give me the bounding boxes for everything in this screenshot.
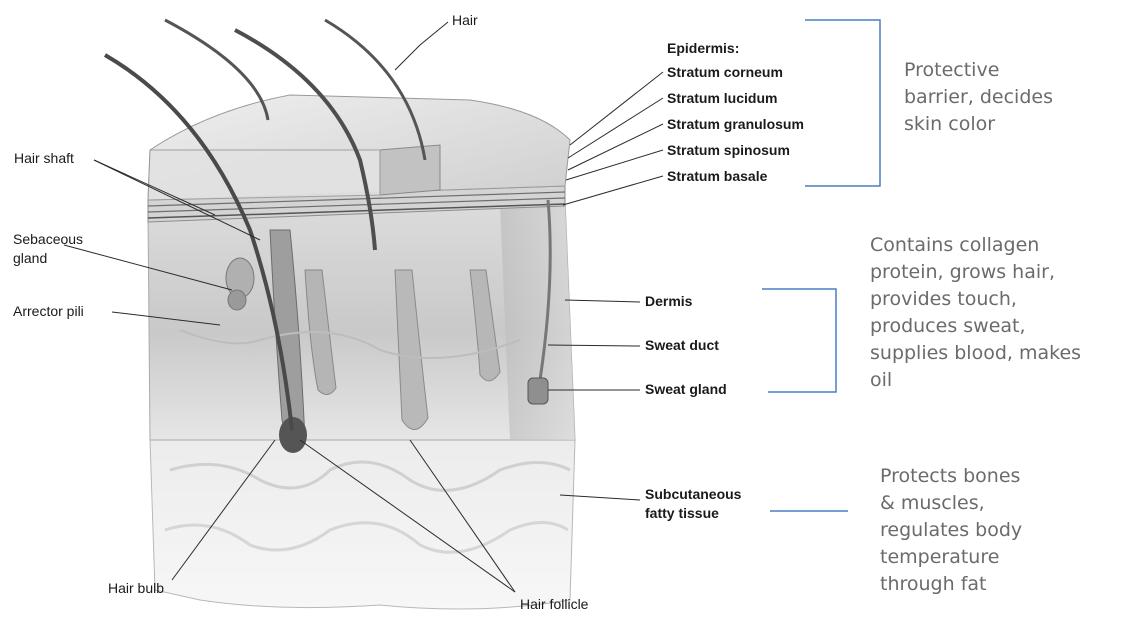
description-line: oil: [870, 367, 1081, 394]
description-line: Contains collagen: [870, 232, 1081, 259]
label-hair-bulb: Hair bulb: [108, 580, 164, 597]
description-line: temperature: [880, 544, 1022, 571]
description-line: barrier, decides: [904, 84, 1053, 111]
dermis-bracket: [762, 289, 836, 392]
label-stratum-granulosum: Stratum granulosum: [667, 116, 804, 133]
label-stratum-corneum: Stratum corneum: [667, 64, 783, 81]
label-epidermis-heading: Epidermis:: [667, 40, 739, 57]
label-sebaceous-gland-line1: Sebaceous: [13, 231, 83, 248]
label-sweat-gland: Sweat gland: [645, 381, 727, 398]
label-hair-shaft: Hair shaft: [14, 150, 74, 167]
description-dermis: Contains collagen protein, grows hair, p…: [870, 232, 1081, 394]
description-line: provides touch,: [870, 286, 1081, 313]
epidermis-bracket: [805, 20, 880, 186]
label-stratum-basale: Stratum basale: [667, 168, 767, 185]
label-sebaceous-gland-line2: gland: [13, 250, 47, 267]
description-line: protein, grows hair,: [870, 259, 1081, 286]
label-stratum-lucidum: Stratum lucidum: [667, 90, 777, 107]
skin-block: [105, 20, 575, 609]
label-dermis: Dermis: [645, 293, 692, 310]
label-stratum-spinosum: Stratum spinosum: [667, 142, 790, 159]
label-subcutaneous-line2: fatty tissue: [645, 505, 719, 522]
description-line: skin color: [904, 111, 1053, 138]
description-line: regulates body: [880, 517, 1022, 544]
description-line: produces sweat,: [870, 313, 1081, 340]
label-hair-follicle: Hair follicle: [520, 596, 588, 613]
description-line: through fat: [880, 571, 1022, 598]
brackets: [762, 20, 880, 511]
description-line: Protective: [904, 57, 1053, 84]
label-hair: Hair: [452, 12, 478, 29]
label-subcutaneous-line1: Subcutaneous: [645, 486, 741, 503]
description-subcutaneous: Protects bones & muscles, regulates body…: [880, 463, 1022, 598]
label-sweat-duct: Sweat duct: [645, 337, 719, 354]
description-line: & muscles,: [880, 490, 1022, 517]
description-line: supplies blood, makes: [870, 340, 1081, 367]
description-epidermis: Protective barrier, decides skin color: [904, 57, 1053, 138]
label-arrector-pili: Arrector pili: [13, 303, 84, 320]
description-line: Protects bones: [880, 463, 1022, 490]
